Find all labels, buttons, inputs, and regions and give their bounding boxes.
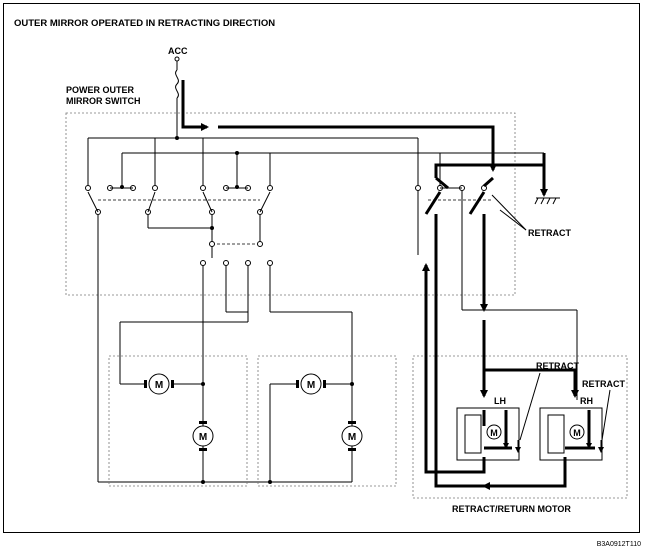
mirror-motor-wiring xyxy=(97,215,353,483)
acc-label: ACC xyxy=(168,46,188,56)
rh-horizontal-motor-icon: M xyxy=(296,373,326,395)
rh-mirror-motor-box xyxy=(257,355,397,487)
lh-horizontal-motor-icon: M xyxy=(144,373,174,395)
lh-label: LH xyxy=(494,396,506,406)
rh-vertical-motor-icon: M xyxy=(341,421,363,451)
retract-switch-leaders xyxy=(491,194,527,231)
ground-symbol xyxy=(534,153,560,205)
retract-rh-leader xyxy=(601,389,611,441)
svg-text:M: M xyxy=(155,380,163,391)
lower-terminals xyxy=(200,260,273,266)
upper-terminals xyxy=(85,185,487,191)
svg-text:M: M xyxy=(199,432,207,443)
switch-internal-wiring xyxy=(147,215,261,258)
retract-label-rh: RETRACT xyxy=(582,379,625,389)
retract-lh-leader xyxy=(519,372,541,441)
switch-bus-lines xyxy=(87,137,544,187)
current-path xyxy=(181,80,579,490)
retract-motor-label: RETRACT/RETURN MOTOR xyxy=(452,504,571,514)
lh-vertical-motor-icon: M xyxy=(192,421,214,451)
figure-code: B3A0912T110 xyxy=(596,541,641,548)
lh-mirror-motor-box xyxy=(108,355,248,487)
svg-text:M: M xyxy=(307,380,315,391)
svg-text:M: M xyxy=(573,428,581,438)
diagram-frame xyxy=(3,3,640,533)
rh-retract-motor: M xyxy=(539,407,604,461)
diagram-title: OUTER MIRROR OPERATED IN RETRACTING DIRE… xyxy=(14,18,275,29)
switch-contacts xyxy=(87,191,492,215)
retract-label-switch: RETRACT xyxy=(528,228,571,238)
retract-label-lh: RETRACT xyxy=(536,361,579,371)
svg-text:M: M xyxy=(490,428,498,438)
svg-text:M: M xyxy=(348,432,356,443)
switch-label-1: POWER OUTER xyxy=(66,85,135,95)
fuse-symbol xyxy=(175,61,179,138)
switch-label-2: MIRROR SWITCH xyxy=(66,96,141,106)
retract-motor-box xyxy=(412,355,628,499)
rh-label: RH xyxy=(580,396,593,406)
switch-box xyxy=(65,112,516,296)
lh-retract-motor: M xyxy=(456,407,521,461)
acc-terminal xyxy=(174,56,180,62)
